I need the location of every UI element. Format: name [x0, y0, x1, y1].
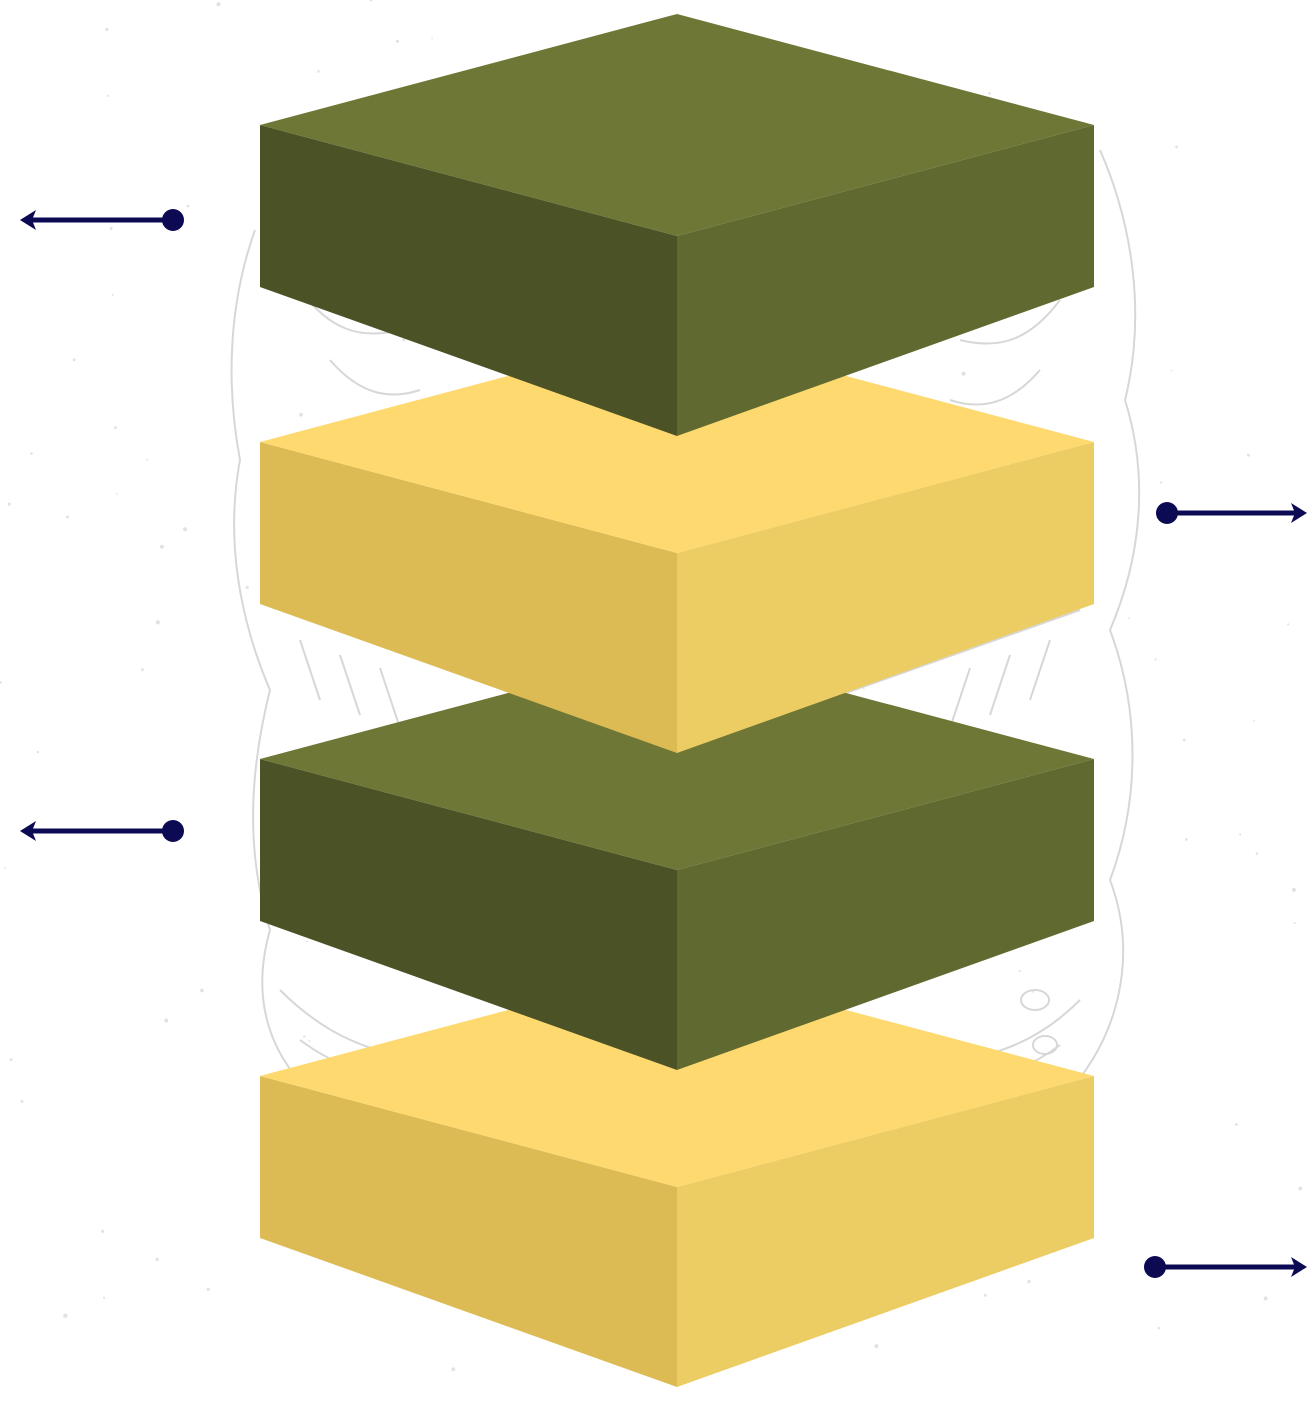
speckle: [3, 867, 6, 869]
connector-dot-icon: [162, 820, 184, 842]
speckle: [1175, 145, 1178, 149]
layer-left-face: [260, 759, 677, 1070]
speckle: [1253, 719, 1255, 722]
speckle: [1239, 833, 1242, 836]
speckle: [20, 1100, 24, 1103]
speckle: [114, 426, 117, 430]
speckle: [308, 1040, 311, 1042]
layer-4: [260, 965, 1094, 1387]
speckle: [177, 229, 180, 232]
layer-left-face: [260, 442, 677, 753]
speckle: [72, 358, 76, 362]
layer-stack: [260, 14, 1094, 1387]
speckle: [303, 1035, 306, 1038]
arrow-left-icon: [20, 210, 36, 230]
speckle: [159, 544, 164, 549]
speckle: [1184, 838, 1188, 841]
speckle: [1031, 990, 1035, 993]
speckle: [1027, 1280, 1031, 1284]
speckle: [107, 94, 110, 97]
speckle: [9, 1058, 13, 1061]
speckle: [1182, 738, 1186, 742]
speckle: [874, 1344, 879, 1349]
layer-left-face: [260, 1076, 677, 1387]
speckle: [141, 668, 144, 672]
speckle: [164, 1018, 169, 1023]
speckle: [306, 940, 309, 943]
speckle: [402, 338, 406, 342]
speckle: [7, 502, 11, 506]
speckle: [1293, 922, 1296, 924]
speckle: [1154, 658, 1157, 661]
connector-dot-icon: [1156, 502, 1178, 524]
speckle: [1128, 617, 1130, 620]
speckle: [200, 988, 204, 993]
speckle: [155, 1257, 159, 1262]
layer-top-face: [260, 331, 1094, 553]
arrow-right-icon: [1291, 503, 1307, 523]
layer-top-face: [260, 648, 1094, 870]
speckle: [1018, 969, 1021, 973]
arrow-right-icon: [1291, 1257, 1307, 1277]
layer-top-face: [260, 14, 1094, 236]
speckle: [299, 412, 303, 417]
speckle: [111, 293, 114, 296]
speckle: [1298, 1186, 1303, 1191]
speckle: [186, 204, 190, 208]
speckle: [1247, 453, 1250, 457]
speckle: [1157, 1326, 1161, 1330]
speckle: [1170, 369, 1173, 372]
speckle: [1263, 1296, 1268, 1301]
speckle: [103, 1296, 106, 1299]
connector-layer-4: [1144, 1256, 1307, 1278]
speckle: [146, 458, 149, 461]
speckle: [0, 681, 2, 684]
connector-layer-3: [20, 820, 184, 842]
speckle: [155, 620, 160, 625]
speckle: [206, 1287, 210, 1292]
speckle: [1159, 481, 1163, 484]
speckle: [36, 750, 39, 754]
layer-3: [260, 648, 1094, 1070]
speckle: [115, 493, 118, 495]
layer-2: [260, 331, 1094, 753]
connector-group: [20, 209, 1307, 1278]
speckle: [988, 92, 991, 95]
arrow-left-icon: [20, 821, 36, 841]
speckle: [1235, 1123, 1238, 1126]
connector-dot-icon: [162, 209, 184, 231]
speckle: [1255, 852, 1259, 855]
connector-dot-icon: [1144, 1256, 1166, 1278]
layer-right-face: [677, 125, 1094, 436]
layer-top-face: [260, 965, 1094, 1187]
speckle: [30, 452, 33, 455]
speckle: [245, 585, 249, 590]
speckle: [63, 1313, 68, 1318]
layer-right-face: [677, 442, 1094, 753]
layer-right-face: [677, 1076, 1094, 1387]
speckle: [431, 37, 433, 40]
watermark-emblem-icon: [230, 149, 1141, 1101]
speckle: [983, 1293, 987, 1297]
speckle: [961, 371, 966, 376]
speckle: [105, 27, 109, 31]
speckle: [862, 687, 865, 690]
speckle: [109, 227, 113, 230]
speckle: [369, 0, 373, 2]
connector-layer-1: [20, 209, 184, 231]
speckle: [66, 515, 70, 519]
connector-layer-2: [1156, 502, 1307, 524]
layer-1: [260, 14, 1094, 436]
speckle: [182, 527, 188, 532]
speckle: [101, 1229, 105, 1233]
layer-left-face: [260, 125, 677, 436]
speckle: [451, 1367, 456, 1372]
speckle: [216, 2, 221, 7]
layer-right-face: [677, 759, 1094, 1070]
speckle: [1287, 623, 1290, 626]
speckle: [317, 70, 320, 73]
speckle: [395, 39, 399, 43]
speckle: [1291, 887, 1296, 892]
